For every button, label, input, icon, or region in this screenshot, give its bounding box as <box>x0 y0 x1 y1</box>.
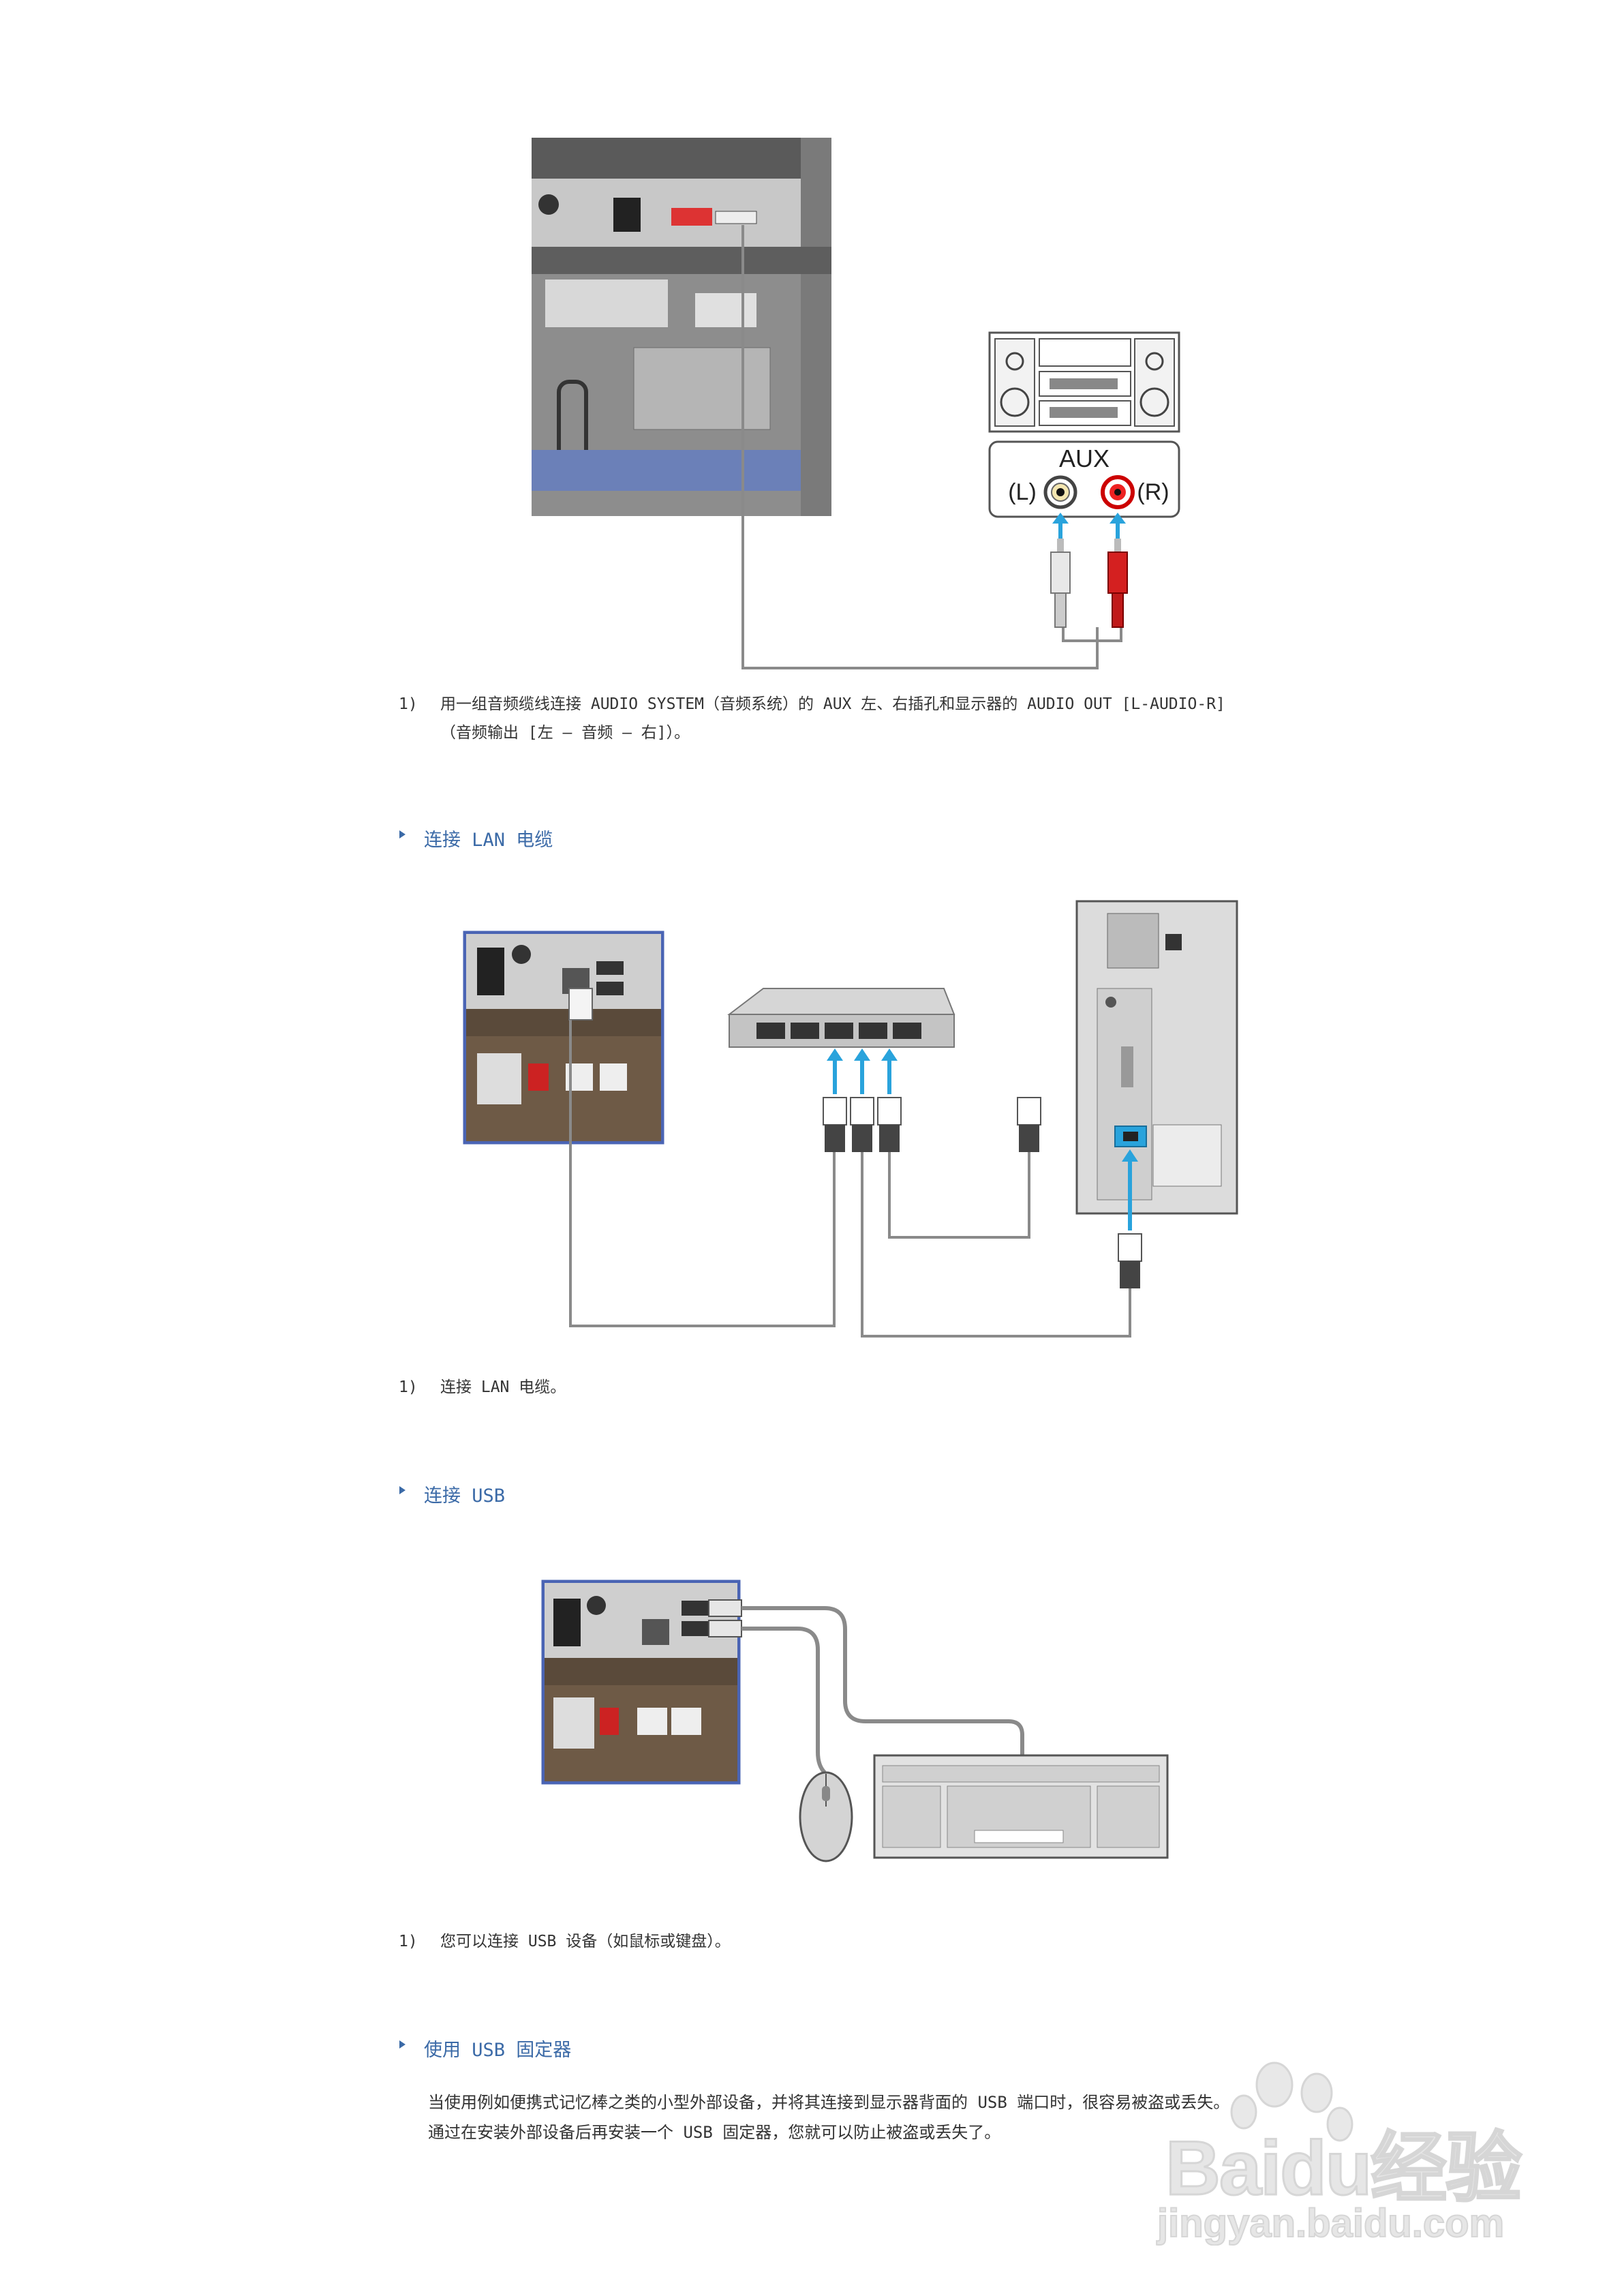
usb-lock-paragraph-line2: 通过在安装外部设备后再安装一个 USB 固定器，您就可以防止被盗或丢失了。 <box>428 2123 1001 2142</box>
mouse-icon <box>799 1771 853 1862</box>
usb-lock-section-heading: 使用 USB 固定器 <box>399 2035 571 2061</box>
up-arrow-icon <box>827 1048 898 1094</box>
aux-panel: AUX (L) (R) <box>988 440 1180 518</box>
lan-connection-diagram <box>463 900 1238 1338</box>
rca-plug-red <box>1107 539 1128 628</box>
network-hub-icon <box>727 988 955 1048</box>
monitor-back-panel <box>463 931 664 1145</box>
usb-step-number: 1) <box>399 1933 418 1950</box>
lan-step-number: 1) <box>399 1378 418 1396</box>
aux-left-label: (L) <box>1008 479 1037 505</box>
bullet-arrow-icon <box>399 2040 406 2049</box>
audio-cable <box>741 225 1099 669</box>
usb-plug-icon <box>708 1599 742 1637</box>
baidu-watermark: Baidu经验 jingyan.baidu.com <box>1152 2052 1561 2250</box>
audio-step-number: 1) <box>399 695 418 713</box>
lan-section-heading: 连接 LAN 电缆 <box>399 825 553 851</box>
rj45-plug-icon <box>1118 1233 1142 1288</box>
usb-section-heading: 连接 USB <box>399 1481 505 1507</box>
usb-step-text: 您可以连接 USB 设备（如鼠标或键盘）。 <box>440 1933 731 1950</box>
up-arrow-icon <box>1052 513 1126 539</box>
usb-cables <box>741 1606 1024 1774</box>
keyboard-icon <box>873 1754 1169 1859</box>
up-arrow-icon <box>1122 1149 1138 1230</box>
lan-heading-text: 连接 LAN 电缆 <box>424 830 553 851</box>
monitor-back-panel <box>541 1580 741 1785</box>
baidu-paw-logo-icon <box>1230 2061 1353 2142</box>
aux-right-label: (R) <box>1137 479 1169 505</box>
baidu-url-text: jingyan.baidu.com <box>1157 2201 1505 2246</box>
rca-plug-white <box>1050 539 1071 628</box>
audio-connection-diagram: AUX (L) (R) <box>532 138 1180 669</box>
usb-lock-heading-text: 使用 USB 固定器 <box>424 2040 572 2061</box>
bullet-arrow-icon <box>399 1486 406 1494</box>
bullet-arrow-icon <box>399 830 406 839</box>
audio-step-line2: （音频输出 [左 – 音频 – 右]）。 <box>440 724 690 742</box>
usb-lock-paragraph-line1: 当使用例如便携式记忆棒之类的小型外部设备，并将其连接到显示器背面的 USB 端口… <box>428 2093 1230 2112</box>
lan-cables <box>569 1020 1131 1338</box>
audio-step-line1: 用一组音频缆线连接 AUDIO SYSTEM（音频系统）的 AUX 左、右插孔和… <box>440 695 1225 713</box>
usb-connection-diagram <box>541 1580 1169 1862</box>
audio-system-icon <box>988 331 1180 433</box>
aux-label: AUX <box>1059 444 1110 472</box>
monitor-back-panel <box>532 138 831 516</box>
usb-heading-text: 连接 USB <box>424 1485 506 1507</box>
lan-step-text: 连接 LAN 电缆。 <box>440 1378 566 1396</box>
rj45-plug-icon <box>823 1097 1041 1152</box>
baidu-logo-text: Baidu经验 <box>1164 2125 1522 2212</box>
pc-tower-icon <box>1075 900 1238 1215</box>
